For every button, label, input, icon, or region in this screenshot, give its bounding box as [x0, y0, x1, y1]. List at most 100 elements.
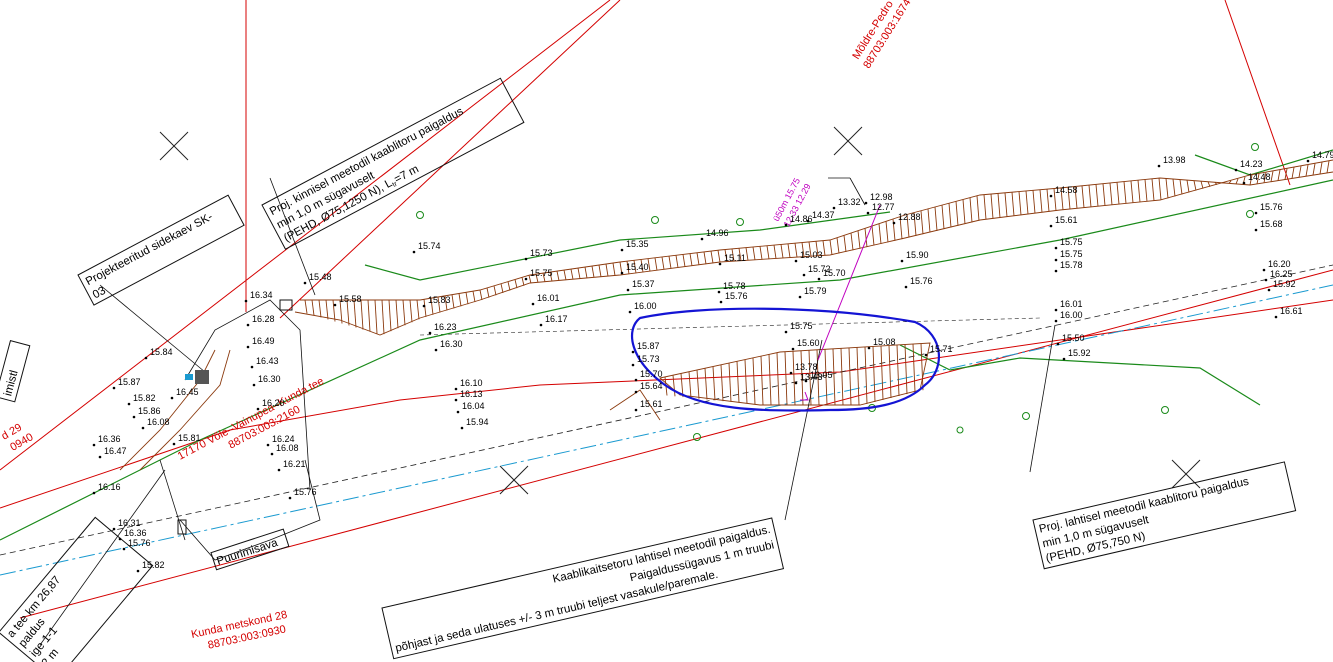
- survey-point: [634, 390, 638, 394]
- elevation-label: 15.76: [294, 487, 317, 497]
- survey-point: [1267, 288, 1271, 292]
- hatch-line: [332, 299, 336, 322]
- survey-point: [631, 363, 635, 367]
- callout-text: 03: [91, 285, 108, 302]
- road-edge-lines: [0, 149, 1333, 541]
- hatch-line: [728, 363, 732, 402]
- elevation-label: 16.00: [634, 301, 657, 311]
- elevation-label: 16.30: [258, 374, 281, 384]
- hatch-line: [1235, 178, 1239, 185]
- hatch-line: [556, 271, 560, 281]
- hatch-line: [1053, 188, 1057, 211]
- callout-sidekaev: Projekteeritud sidekaev SK- 03: [77, 194, 245, 306]
- survey-point: [1056, 342, 1060, 346]
- hatch-line: [1249, 174, 1253, 186]
- hatch-line: [584, 266, 588, 279]
- hatch-line: [752, 357, 756, 405]
- hatch-line: [920, 343, 924, 391]
- elevation-label: 16.34: [250, 290, 273, 300]
- hatch-line: [1305, 164, 1309, 177]
- survey-point: [1054, 269, 1058, 273]
- survey-point: [136, 569, 140, 573]
- survey-point: [817, 277, 821, 281]
- survey-point: [719, 300, 723, 304]
- elevation-label: 16.45: [176, 387, 199, 397]
- survey-point: [620, 271, 624, 275]
- markup-circle: [631, 307, 940, 412]
- elevation-label: 16.16: [98, 482, 121, 492]
- hatch-line: [815, 241, 819, 256]
- hatch-line: [528, 275, 532, 284]
- elevation-label: 15.37: [632, 279, 655, 289]
- survey-point: [718, 262, 722, 266]
- elevation-label: 15.78: [723, 281, 746, 291]
- hatch-line: [962, 199, 966, 225]
- survey-point: [1262, 268, 1266, 272]
- elevation-label: 13.43: [800, 372, 823, 382]
- survey-point: [1157, 164, 1161, 168]
- hatch-line: [388, 299, 392, 332]
- elevation-label: 15.60: [797, 338, 820, 348]
- hatch-line: [549, 272, 553, 282]
- elevation-label: 15.40: [626, 262, 649, 272]
- hatch-line: [458, 293, 462, 307]
- elevation-label: 15.72: [808, 264, 831, 274]
- hatch-line: [1270, 171, 1274, 182]
- survey-point: [1062, 357, 1066, 361]
- hatch-line: [682, 254, 686, 267]
- survey-point: [122, 547, 126, 551]
- elevation-label: 12.88: [898, 212, 921, 222]
- elevation-label: 16.08: [147, 417, 170, 427]
- survey-point: [112, 527, 116, 531]
- survey-point: [866, 211, 870, 215]
- hatch-line: [416, 299, 420, 320]
- elevation-label: 14.23: [1240, 159, 1263, 169]
- hatch-line: [717, 250, 721, 263]
- survey-point: [460, 426, 464, 430]
- elevation-label: 15.08: [873, 337, 896, 347]
- elevation-label: 13.32: [838, 197, 861, 207]
- elevation-label: 15.75: [530, 268, 553, 278]
- elevation-label: 15.86: [138, 406, 161, 416]
- hatch-line: [1256, 173, 1260, 184]
- elevation-label: 14.96: [706, 228, 729, 238]
- hatch-line: [941, 205, 945, 230]
- hatch-line: [402, 299, 406, 326]
- hatch-line: [1025, 190, 1029, 215]
- hatch-line: [794, 243, 798, 258]
- survey-point: [92, 491, 96, 495]
- elevation-label: 15.92: [1068, 348, 1091, 358]
- survey-point: [784, 223, 788, 227]
- elevation-label: 16.47: [104, 446, 127, 456]
- hatch-line: [927, 208, 931, 233]
- hatch-line: [766, 245, 770, 260]
- survey-point: [132, 415, 136, 419]
- hatch-line: [591, 265, 595, 278]
- hatch-line: [760, 356, 764, 406]
- elevation-label: 15.92: [1273, 279, 1296, 289]
- hatch-line: [1116, 182, 1120, 205]
- manhole-detail: [177, 299, 293, 535]
- survey-point: [277, 468, 281, 472]
- survey-point: [144, 356, 148, 360]
- hatch-line: [948, 203, 952, 228]
- hatch-line: [1172, 178, 1176, 197]
- hatch-line: [1277, 169, 1281, 181]
- hatch-line: [912, 344, 916, 393]
- elevation-label: 16.36: [124, 528, 147, 538]
- elevation-label: 16.24: [272, 434, 295, 444]
- ditch-hatching-upper: [304, 161, 1330, 335]
- elevation-label: 16.01: [537, 293, 560, 303]
- hatch-line: [311, 299, 315, 316]
- survey-point: [246, 323, 250, 327]
- hatch-line: [444, 295, 448, 311]
- elevation-label: 15.70: [823, 268, 846, 278]
- hatch-line: [353, 299, 357, 328]
- hatch-line: [696, 252, 700, 266]
- hatch-line: [780, 244, 784, 259]
- hatch-line: [832, 348, 836, 406]
- hatch-line: [934, 206, 938, 231]
- elevation-label: 14.37: [812, 210, 835, 220]
- hatch-line: [612, 262, 616, 276]
